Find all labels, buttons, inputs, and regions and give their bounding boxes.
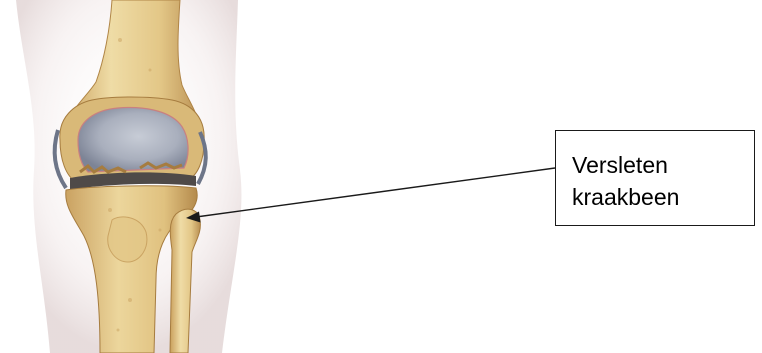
arrowhead-icon	[186, 212, 201, 223]
arrow-line	[196, 168, 555, 217]
annotation-label: Versleten kraakbeen	[572, 149, 754, 213]
annotation-label-box: Versleten kraakbeen	[555, 130, 755, 226]
